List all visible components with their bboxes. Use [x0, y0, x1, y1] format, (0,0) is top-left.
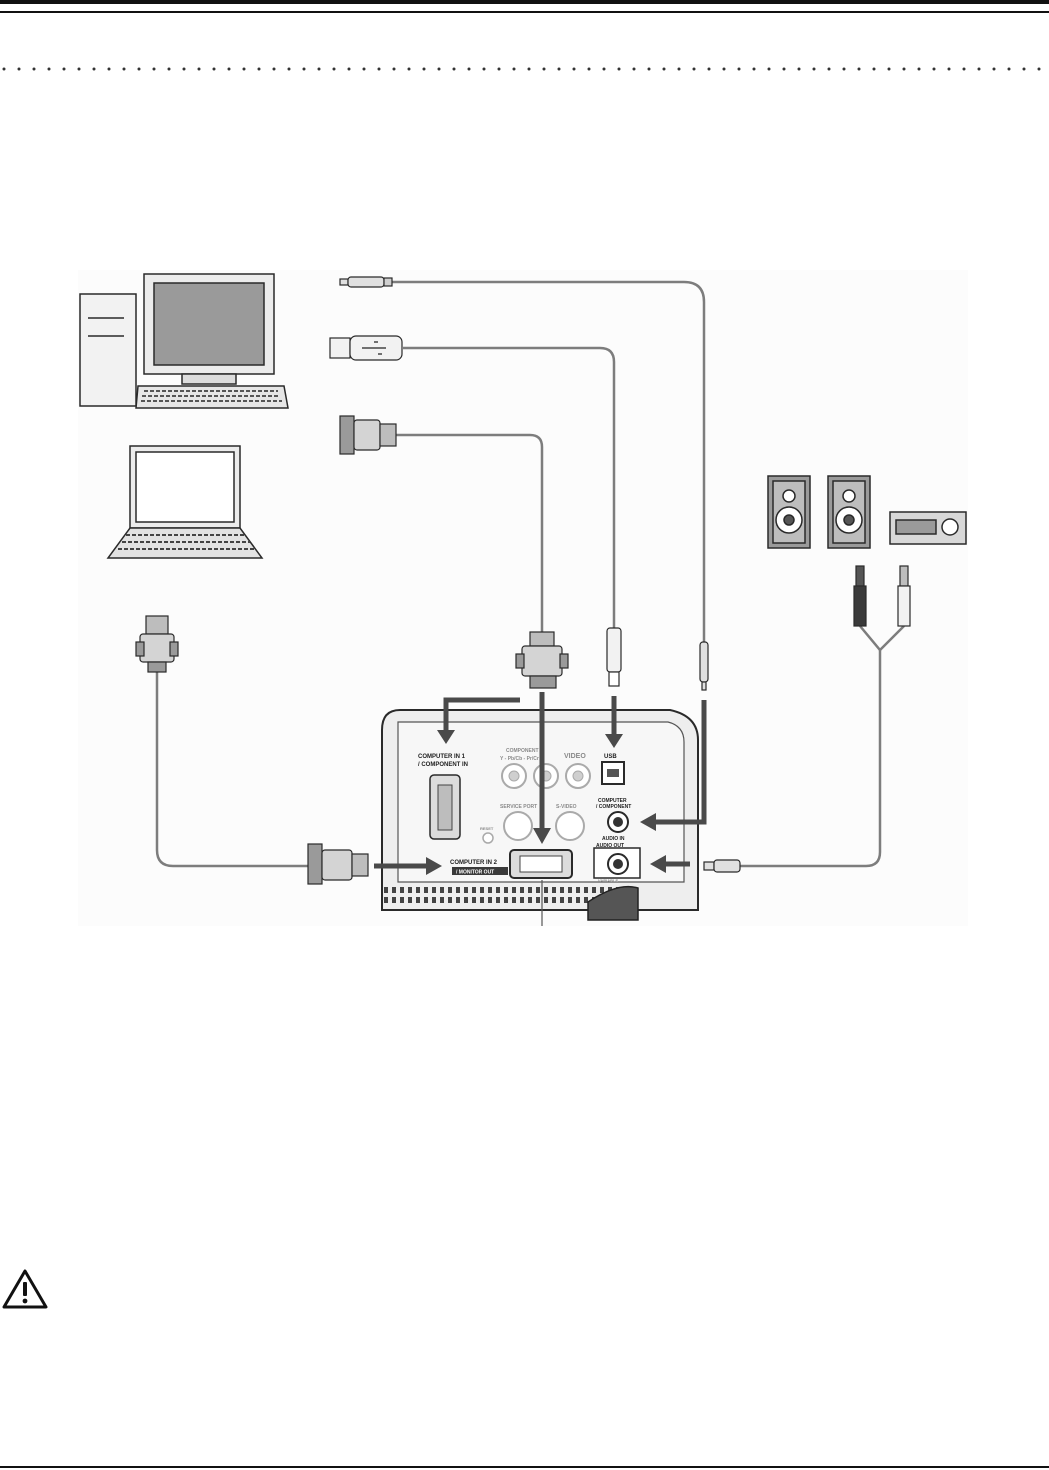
vga-connector-icon: [515, 631, 569, 689]
vga-connector-icon: [135, 615, 179, 673]
label-usb: USB: [604, 754, 617, 760]
label-reset: RESET: [480, 826, 494, 831]
audio-cable-computer: [390, 280, 706, 642]
label-computer-in-1-a: COMPUTER IN 1: [418, 754, 466, 760]
desktop-computer-icon: [79, 273, 289, 409]
footer-rule: [0, 1466, 1049, 1468]
audio-plug-icon: [339, 276, 393, 288]
cables: [155, 280, 905, 868]
amplifier-icon: [889, 511, 967, 545]
audio-plug-icon: [703, 859, 741, 873]
label-audio-computer: COMPUTER: [598, 798, 627, 804]
panel-labels: COMPUTER IN 1 / COMPONENT IN COMPONENT Y…: [418, 748, 631, 883]
vga-cable-computer: [396, 433, 544, 632]
label-component: COMPONENT: [506, 748, 539, 754]
label-computer-in-2-b: / MONITOR OUT: [456, 870, 494, 876]
header-rule-thick: [0, 0, 1049, 4]
vga-cable-monitor: [155, 672, 308, 868]
label-computer-in-1-b: / COMPONENT IN: [418, 762, 468, 768]
dotted-separator: [2, 67, 1047, 71]
connection-arrows: [374, 692, 707, 926]
audio-cable-speakers: [738, 650, 882, 868]
label-variable: VARIABLE: [598, 878, 618, 883]
label-audio-in: AUDIO IN: [602, 836, 625, 842]
audio-plug-icon: [699, 641, 709, 691]
usb-plug-icon: [606, 627, 622, 687]
label-video: VIDEO: [564, 753, 586, 760]
header-rule-thin: [0, 11, 1049, 13]
usb-cable: [403, 346, 616, 628]
speaker-icon: [767, 475, 811, 549]
label-component-ports: Y - Pb/Cb - Pr/Cr: [500, 756, 539, 762]
label-audio-component: / COMPONENT: [596, 804, 631, 810]
label-service-port: SERVICE PORT: [500, 804, 537, 810]
vga-connector-icon: [307, 843, 369, 885]
audio-plug-icon: [853, 565, 911, 627]
speaker-icon: [827, 475, 871, 549]
label-computer-in-2-a: COMPUTER IN 2: [450, 860, 498, 866]
usb-plug-icon: [329, 335, 403, 361]
label-audio-out: AUDIO OUT: [596, 843, 624, 849]
connection-diagram: COMPUTER IN 1 / COMPONENT IN COMPONENT Y…: [78, 270, 968, 926]
label-s-video: S-VIDEO: [556, 804, 577, 810]
audio-split: [859, 625, 905, 652]
caution-icon: [2, 1269, 48, 1309]
laptop-icon: [106, 445, 264, 559]
vga-connector-icon: [339, 415, 397, 455]
